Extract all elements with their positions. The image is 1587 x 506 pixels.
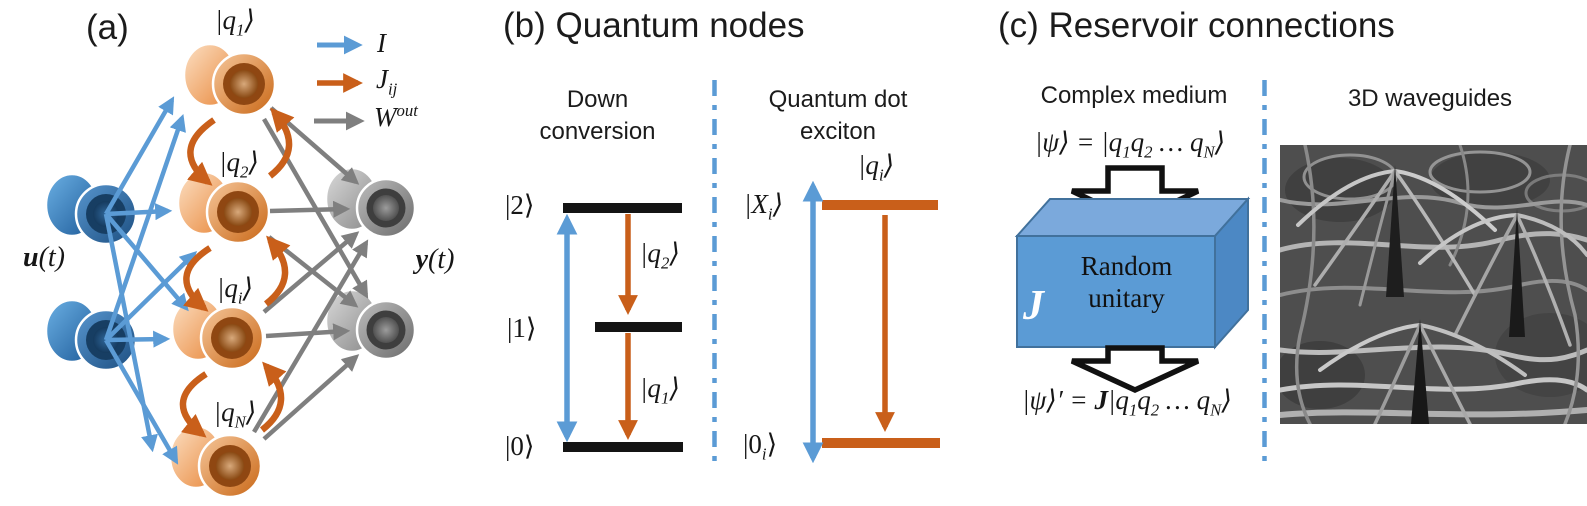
- output-node-1: [324, 166, 417, 239]
- qubit-1-label: |q1⟩: [215, 5, 255, 40]
- down-conversion-diagram: [556, 203, 683, 452]
- down-conversion-title: Down conversion: [539, 86, 656, 145]
- input-arrows: [103, 96, 198, 465]
- coupling-matrix-symbol: J: [1023, 283, 1044, 329]
- exciton-level-bar: [822, 200, 938, 210]
- qubit-node-1: [182, 42, 277, 117]
- transition-q2-label: |q2⟩: [640, 238, 680, 273]
- qubit-i-label: |qi⟩: [216, 273, 254, 308]
- reservoir-connection-diagrams: [1014, 80, 1587, 468]
- panel-a-label: (a): [86, 8, 129, 47]
- level-bar-1: [595, 322, 682, 332]
- level-1-label: |1⟩: [507, 313, 537, 343]
- qubit-node-2: [176, 170, 271, 245]
- quantum-node-diagrams: [556, 80, 940, 468]
- input-state-formula: |ψ⟩ = |q1q2 … qN⟩: [1034, 127, 1226, 162]
- transition-q1-label: |q1⟩: [640, 373, 680, 408]
- legend-readout-label: Wout: [374, 101, 418, 132]
- ground-level-label: |0i⟩: [743, 429, 778, 464]
- level-bar-0: [563, 442, 683, 452]
- legend-arrows: [314, 35, 365, 131]
- legend-input-label: I: [377, 28, 386, 58]
- sem-image: [1280, 145, 1587, 424]
- exciton-diagram: [802, 180, 940, 464]
- level-bar-2: [563, 203, 682, 213]
- level-0-label: |0⟩: [505, 431, 535, 461]
- random-unitary-label: Random unitary: [1080, 251, 1173, 313]
- qubit-2-label: |q2⟩: [219, 147, 259, 182]
- panel-c-title: (c) Reservoir connections: [998, 6, 1395, 45]
- coupling-arrows: [179, 107, 295, 438]
- ground-level-bar: [822, 438, 940, 448]
- output-vector-label: y(t): [415, 244, 455, 275]
- output-node-2: [324, 288, 417, 361]
- exciton-level-label: |Xi⟩: [744, 189, 784, 224]
- waveguides-title: 3D waveguides: [1347, 85, 1513, 112]
- box-front-face: [1016, 235, 1216, 348]
- qubit-N-label: |qN⟩: [213, 397, 257, 432]
- reservoir-network: [44, 35, 417, 499]
- input-vector-label: u(t): [22, 242, 65, 273]
- legend-coupling-label: Jij: [376, 64, 398, 99]
- box-top-face: [1014, 198, 1251, 237]
- state-out-block-arrow: [1070, 345, 1200, 394]
- output-state-formula: |ψ⟩′ = J|q1q2 … qN⟩: [1022, 385, 1232, 420]
- qubit-node-4: [168, 424, 263, 499]
- exciton-qubit-label: |qi⟩: [858, 150, 895, 185]
- panel-b-title: (b) Quantum nodes: [503, 6, 805, 45]
- qubit-node-3: [170, 296, 265, 371]
- exciton-title: Quantum dot exciton: [768, 86, 908, 145]
- random-unitary-box: [1014, 196, 1251, 350]
- complex-medium-title: Complex medium: [1040, 82, 1228, 109]
- input-node-2: [44, 298, 138, 372]
- level-2-label: |2⟩: [505, 190, 535, 220]
